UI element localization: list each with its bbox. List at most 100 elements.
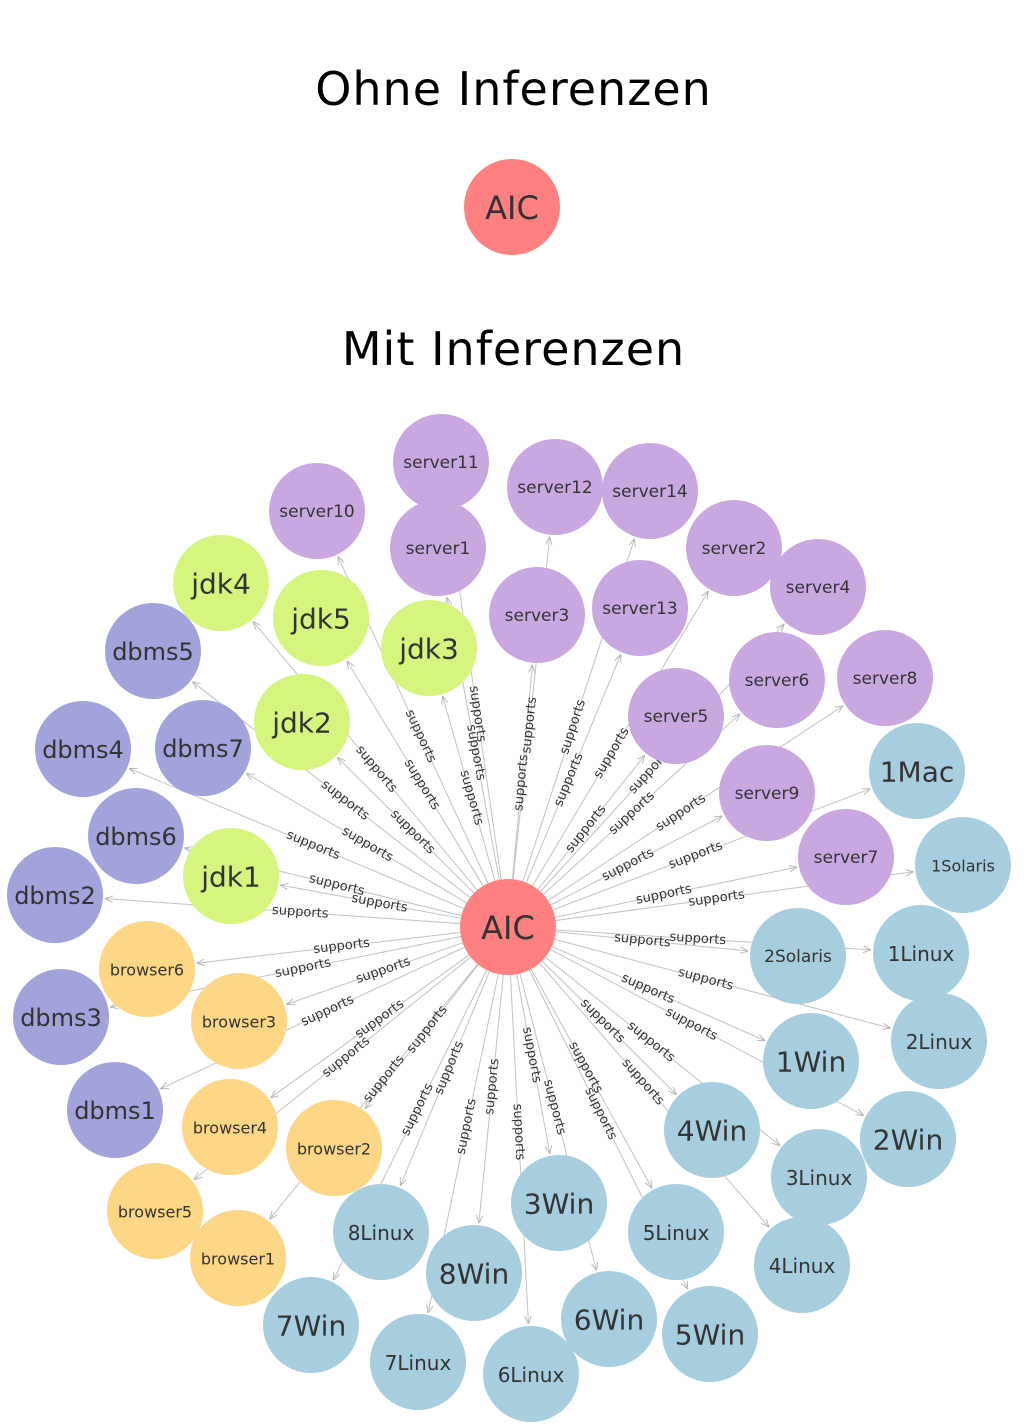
node-2Linux[interactable]: 2Linux: [891, 993, 987, 1089]
node-label: dbms7: [162, 735, 244, 763]
node-label: 2Linux: [906, 1030, 973, 1054]
node-jdk4[interactable]: jdk4: [173, 535, 269, 631]
edge-aic-browser3: [286, 942, 463, 1005]
node-dbms2[interactable]: dbms2: [7, 847, 103, 943]
edge-label: supports: [401, 757, 443, 813]
node-circle: [592, 560, 688, 656]
node-server10[interactable]: server10: [269, 463, 365, 559]
node-browser5[interactable]: browser5: [107, 1163, 203, 1259]
node-label: 2Solaris: [764, 947, 832, 967]
node-label: dbms6: [95, 823, 177, 851]
node-6Win[interactable]: 6Win: [561, 1271, 657, 1367]
node-circle: [770, 539, 866, 635]
node-circle: [489, 567, 585, 663]
node-2Win[interactable]: 2Win: [860, 1091, 956, 1187]
edge-label: supports: [619, 971, 677, 1008]
node-browser2[interactable]: browser2: [286, 1100, 382, 1196]
node-circle: [254, 674, 350, 770]
node-server9[interactable]: server9: [719, 745, 815, 841]
node-circle: [464, 159, 560, 255]
node-label: 3Linux: [786, 1166, 853, 1190]
node-label: browser5: [118, 1203, 192, 1222]
edge-label: supports: [352, 743, 400, 796]
edge-aic-jdk2: [337, 757, 475, 894]
node-circle: [750, 908, 846, 1004]
node-server14[interactable]: server14: [602, 443, 698, 539]
node-4Linux[interactable]: 4Linux: [754, 1217, 850, 1313]
node-server3[interactable]: server3: [489, 567, 585, 663]
edge-label: supports: [667, 838, 726, 872]
node-server12[interactable]: server12: [507, 439, 603, 535]
node-circle: [860, 1091, 956, 1187]
edge-aic-6Linux: [509, 974, 528, 1324]
node-1Mac[interactable]: 1Mac: [869, 723, 965, 819]
node-dbms4[interactable]: dbms4: [35, 701, 131, 797]
node-label: 4Win: [677, 1115, 747, 1148]
node-circle: [891, 993, 987, 1089]
node-server6[interactable]: server6: [729, 632, 825, 728]
edge-aic-server8: [547, 706, 843, 901]
node-jdk1[interactable]: jdk1: [183, 828, 279, 924]
node-server7[interactable]: server7: [798, 809, 894, 905]
node-label: dbms4: [42, 736, 124, 764]
node-browser3[interactable]: browser3: [191, 973, 287, 1069]
node-dbms3[interactable]: dbms3: [13, 969, 109, 1065]
edge-label: supports: [551, 751, 587, 809]
node-circle: [561, 1271, 657, 1367]
node-6Linux[interactable]: 6Linux: [483, 1326, 579, 1422]
edge-aic-dbms7: [246, 773, 467, 904]
node-browser4[interactable]: browser4: [182, 1079, 278, 1175]
node-8Win[interactable]: 8Win: [426, 1225, 522, 1321]
node-1Win[interactable]: 1Win: [763, 1013, 859, 1109]
node-5Win[interactable]: 5Win: [662, 1286, 758, 1382]
node-server1[interactable]: server1: [390, 500, 486, 596]
node-label: browser6: [110, 961, 184, 980]
node-label: browser1: [201, 1250, 275, 1269]
node-circle: [460, 879, 556, 975]
node-jdk3[interactable]: jdk3: [381, 600, 477, 696]
node-dbms6[interactable]: dbms6: [88, 788, 184, 884]
node-AIC[interactable]: AIC: [460, 879, 556, 975]
node-browser6[interactable]: browser6: [99, 921, 195, 1017]
node-7Win[interactable]: 7Win: [263, 1277, 359, 1373]
node-dbms7[interactable]: dbms7: [155, 700, 251, 796]
node-3Linux[interactable]: 3Linux: [771, 1129, 867, 1225]
node-server13[interactable]: server13: [592, 560, 688, 656]
edge-label: supports: [387, 807, 438, 858]
edge-aic-jdk1: [280, 885, 461, 919]
node-label: dbms1: [74, 1097, 156, 1125]
edge-label: supports: [284, 828, 342, 864]
node-browser1[interactable]: browser1: [190, 1210, 286, 1306]
node-label: 7Linux: [385, 1351, 452, 1375]
node-5Linux[interactable]: 5Linux: [628, 1184, 724, 1280]
node-circle: [729, 632, 825, 728]
node-label: server10: [279, 502, 354, 522]
node-circle: [664, 1082, 760, 1178]
node-circle: [155, 700, 251, 796]
node-server5[interactable]: server5: [628, 668, 724, 764]
node-dbms5[interactable]: dbms5: [105, 603, 201, 699]
node-server2[interactable]: server2: [686, 500, 782, 596]
node-circle: [13, 969, 109, 1065]
node-server4[interactable]: server4: [770, 539, 866, 635]
node-7Linux[interactable]: 7Linux: [370, 1314, 466, 1410]
node-1Solaris[interactable]: 1Solaris: [915, 817, 1011, 913]
node-circle: [67, 1062, 163, 1158]
node-server8[interactable]: server8: [837, 630, 933, 726]
node-label: server11: [403, 453, 478, 473]
node-jdk5[interactable]: jdk5: [273, 570, 369, 666]
node-1Linux[interactable]: 1Linux: [873, 905, 969, 1001]
node-3Win[interactable]: 3Win: [511, 1155, 607, 1251]
edge-label: supports: [613, 930, 671, 951]
node-circle: [263, 1277, 359, 1373]
node-label: jdk1: [200, 861, 261, 894]
edge-label: supports: [299, 992, 357, 1030]
node-4Win[interactable]: 4Win: [664, 1082, 760, 1178]
node-circle: [183, 828, 279, 924]
node-aic-standalone[interactable]: AIC: [464, 159, 560, 255]
node-dbms1[interactable]: dbms1: [67, 1062, 163, 1158]
node-8Linux[interactable]: 8Linux: [333, 1184, 429, 1280]
node-jdk2[interactable]: jdk2: [254, 674, 350, 770]
node-server11[interactable]: server11: [393, 414, 489, 510]
node-2Solaris[interactable]: 2Solaris: [750, 908, 846, 1004]
